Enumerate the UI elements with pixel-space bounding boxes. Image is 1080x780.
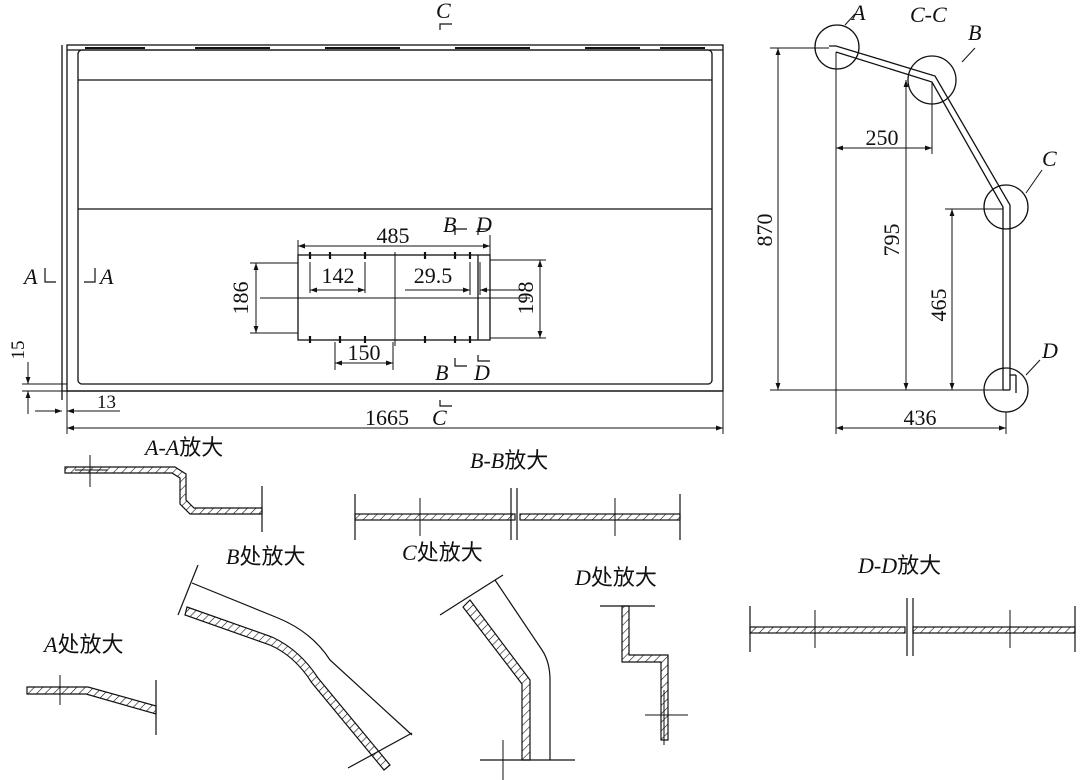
section-mark-d-bottom — [477, 355, 490, 362]
cutout-hole-ticks — [308, 252, 472, 343]
dim-250: 250 — [866, 125, 899, 150]
caption-b: B处放大 — [226, 544, 305, 569]
caption-d: D处放大 — [574, 565, 657, 590]
section-mark-d-top — [477, 228, 490, 235]
detail-a — [26, 675, 157, 735]
detail-circle-c — [983, 184, 1029, 230]
front-view — [22, 23, 724, 434]
caption-dd: D-D放大 — [857, 553, 941, 578]
dim-465: 465 — [926, 289, 951, 322]
dim-436: 436 — [904, 405, 937, 430]
front-view-text: 1665 13 15 485 142 29.5 186 198 150 C C … — [8, 0, 538, 430]
profile-outer — [829, 45, 1011, 390]
dim-186: 186 — [228, 282, 253, 315]
section-label-b-bottom: B — [435, 360, 448, 385]
caption-a: A处放大 — [42, 632, 123, 657]
section-mark-c-bottom — [439, 400, 452, 407]
detail-d — [600, 605, 688, 745]
dim-870: 870 — [752, 214, 777, 247]
side-view-cc — [770, 13, 1043, 434]
view-label-cc: C-C — [910, 2, 947, 27]
detail-c — [439, 574, 575, 780]
section-label-a-right: A — [98, 264, 114, 289]
section-mark-b-top — [454, 228, 467, 235]
detail-dd — [749, 598, 1076, 656]
circle-label-d: D — [1041, 338, 1058, 363]
section-label-d-bottom: D — [473, 360, 490, 385]
detail-bb — [354, 488, 681, 540]
profile-inner — [835, 51, 1004, 390]
section-label-a-left: A — [22, 264, 38, 289]
dim-15: 15 — [8, 341, 29, 360]
detail-b — [177, 564, 413, 771]
dim-485: 485 — [377, 223, 410, 248]
dim-1665: 1665 — [365, 405, 409, 430]
section-label-c-bottom: C — [432, 405, 447, 430]
dim-795: 795 — [879, 224, 904, 257]
section-label-c-top: C — [436, 0, 451, 23]
dim-29-5: 29.5 — [414, 263, 453, 288]
circle-label-a: A — [850, 0, 866, 25]
dim-150: 150 — [348, 340, 381, 365]
side-view-text: C-C A B C D 870 795 465 250 436 — [752, 0, 1058, 430]
dim-13: 13 — [97, 392, 116, 413]
caption-aa: A-A放大 — [143, 435, 223, 460]
circle-label-b: B — [968, 20, 981, 45]
section-mark-c-top — [439, 23, 452, 30]
section-label-b-top: B — [443, 212, 456, 237]
caption-bb: B-B放大 — [470, 448, 548, 473]
caption-c: C处放大 — [402, 540, 483, 565]
dim-142: 142 — [322, 263, 355, 288]
section-mark-a-right — [84, 268, 96, 283]
circle-label-c: C — [1042, 146, 1057, 171]
section-mark-b-bottom — [454, 358, 467, 367]
detail-aa — [64, 455, 263, 532]
section-label-d-top: D — [475, 212, 492, 237]
section-mark-a-left — [44, 268, 56, 283]
dim-198: 198 — [513, 282, 538, 315]
detail-circle-a — [814, 24, 860, 70]
